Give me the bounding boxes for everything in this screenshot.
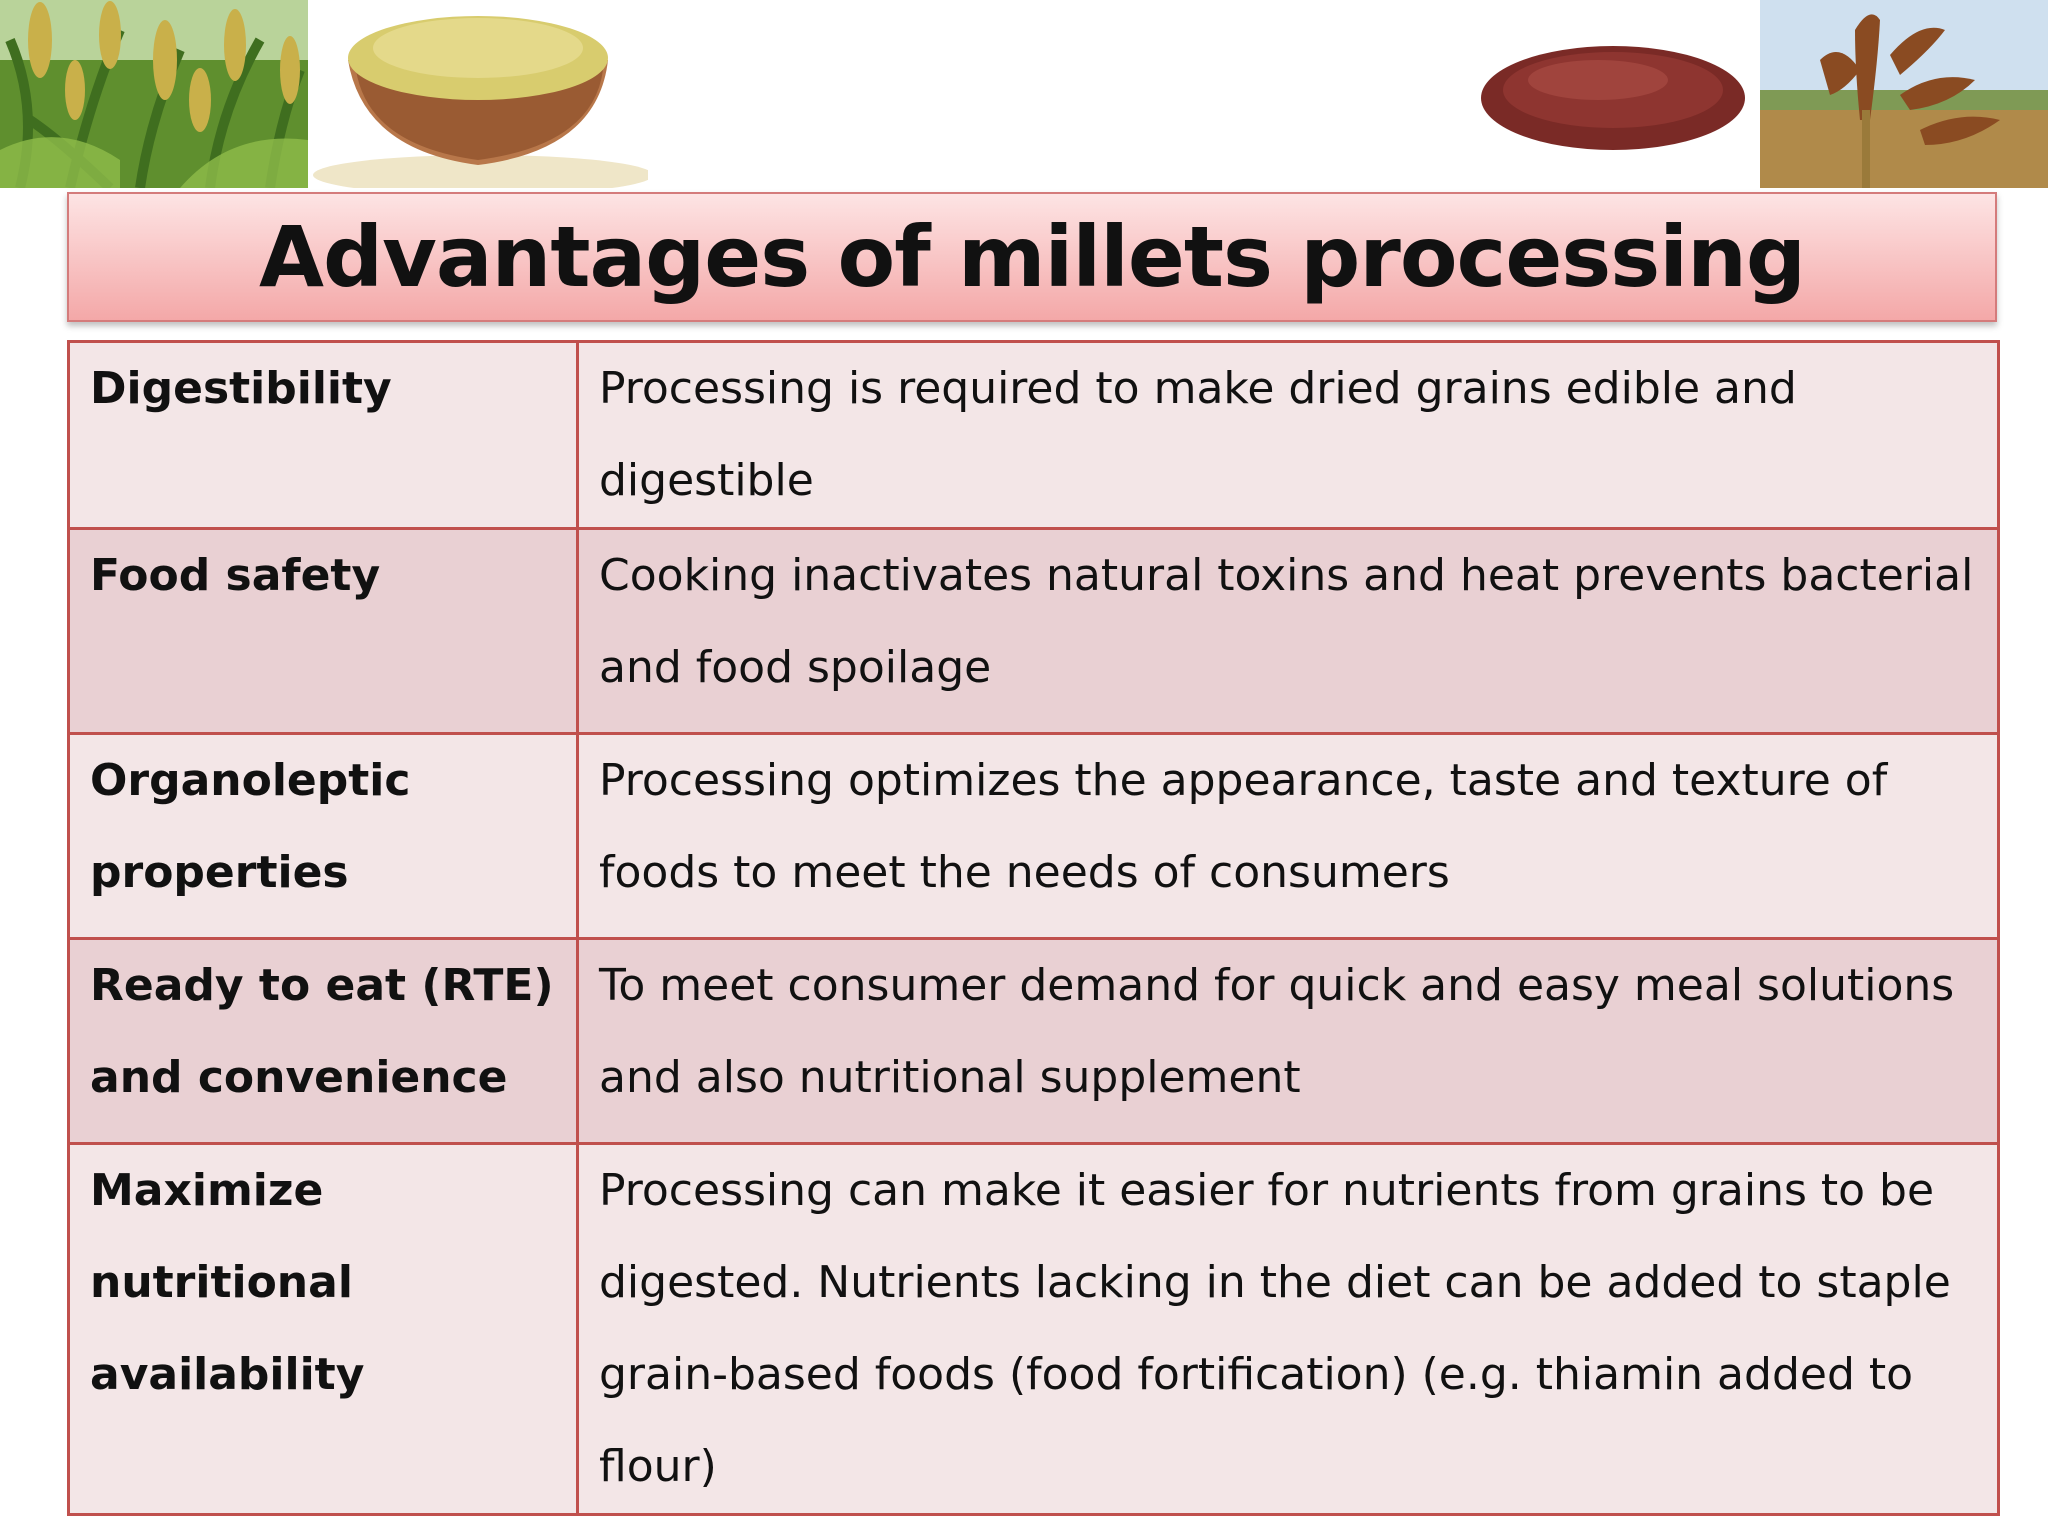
description-text: Processing optimizes the appearance, tas… <box>599 755 1888 898</box>
millet-bowl-photo <box>308 0 648 188</box>
term-text: Maximize nutritional availability <box>90 1165 365 1400</box>
description-text: Processing is required to make dried gra… <box>599 363 1797 506</box>
table-row: Organoleptic properties Processing optim… <box>67 732 2000 940</box>
description-cell: Cooking inactivates natural toxins and h… <box>576 527 2000 735</box>
description-text: Cooking inactivates natural toxins and h… <box>599 550 1974 693</box>
term-cell: Organoleptic properties <box>67 732 579 940</box>
term-text: Organoleptic properties <box>90 755 411 898</box>
description-cell: Processing is required to make dried gra… <box>576 340 2000 530</box>
term-cell: Digestibility <box>67 340 579 530</box>
description-cell: Processing optimizes the appearance, tas… <box>576 732 2000 940</box>
table-row: Food safety Cooking inactivates natural … <box>67 527 2000 735</box>
millet-field-photo <box>0 0 308 188</box>
description-text: To meet consumer demand for quick and ea… <box>599 960 1955 1103</box>
finger-millet-grains-photo <box>1478 0 1760 188</box>
title-banner: Advantages of millets processing <box>67 192 1997 322</box>
term-text: Digestibility <box>90 363 392 414</box>
page-title: Advantages of millets processing <box>258 208 1806 306</box>
term-text: Ready to eat (RTE) and convenience <box>90 960 554 1103</box>
advantages-table: Digestibility Processing is required to … <box>67 340 2000 1516</box>
description-cell: To meet consumer demand for quick and ea… <box>576 937 2000 1145</box>
table-row: Ready to eat (RTE) and convenience To me… <box>67 937 2000 1145</box>
term-cell: Food safety <box>67 527 579 735</box>
term-text: Food safety <box>90 550 381 601</box>
table-row: Digestibility Processing is required to … <box>67 340 2000 530</box>
term-cell: Maximize nutritional availability <box>67 1142 579 1516</box>
description-cell: Processing can make it easier for nutrie… <box>576 1142 2000 1516</box>
finger-millet-head-photo <box>1760 0 2048 188</box>
table-row: Maximize nutritional availability Proces… <box>67 1142 2000 1516</box>
term-cell: Ready to eat (RTE) and convenience <box>67 937 579 1145</box>
description-text: Processing can make it easier for nutrie… <box>599 1165 1951 1492</box>
